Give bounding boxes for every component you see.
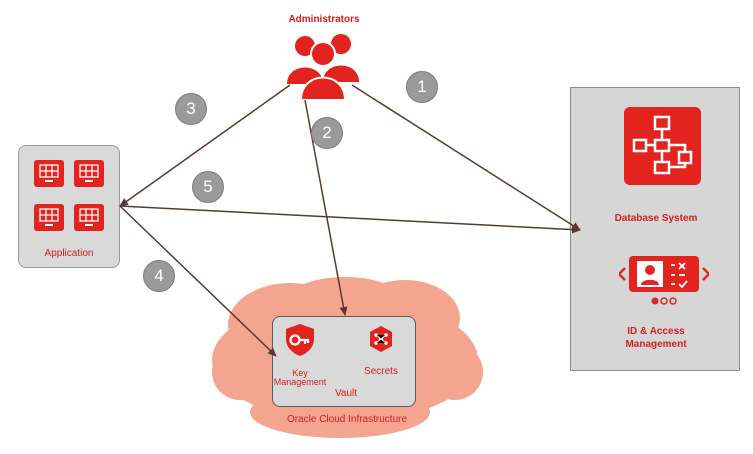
key-management-label: Key Management xyxy=(273,368,327,387)
secrets-icon xyxy=(370,326,392,352)
administrators-label: Administrators xyxy=(288,14,360,25)
iam-label: ID & Access Management xyxy=(625,326,687,350)
administrators-icon xyxy=(287,34,359,101)
vault-label: Vault xyxy=(334,388,358,399)
database-panel: Database System ID & Access Management xyxy=(570,87,740,371)
step-marker-4: 4 xyxy=(143,260,175,292)
database-label: Database System xyxy=(614,213,698,224)
cloud-label: Oracle Cloud Infrastructure xyxy=(286,414,408,425)
key-management-icon xyxy=(286,324,314,356)
vault-box: Key Management Secrets Vault xyxy=(272,316,416,407)
secrets-label: Secrets xyxy=(364,366,398,377)
server-grid-overlay xyxy=(39,164,99,226)
id-access-icon xyxy=(619,256,709,305)
arrow-admin-to-database xyxy=(351,84,581,231)
application-label: Application xyxy=(44,248,94,259)
step-marker-3: 3 xyxy=(175,93,207,125)
step-marker-5: 5 xyxy=(192,171,224,203)
arrow-admin-to-application xyxy=(119,84,291,207)
application-box: Application xyxy=(18,145,120,268)
arrow-application-to-database xyxy=(119,205,581,234)
step-marker-2: 2 xyxy=(311,117,343,149)
database-system-icon xyxy=(624,107,701,185)
step-marker-1: 1 xyxy=(406,71,438,103)
arrow-application-to-vault xyxy=(119,205,277,357)
